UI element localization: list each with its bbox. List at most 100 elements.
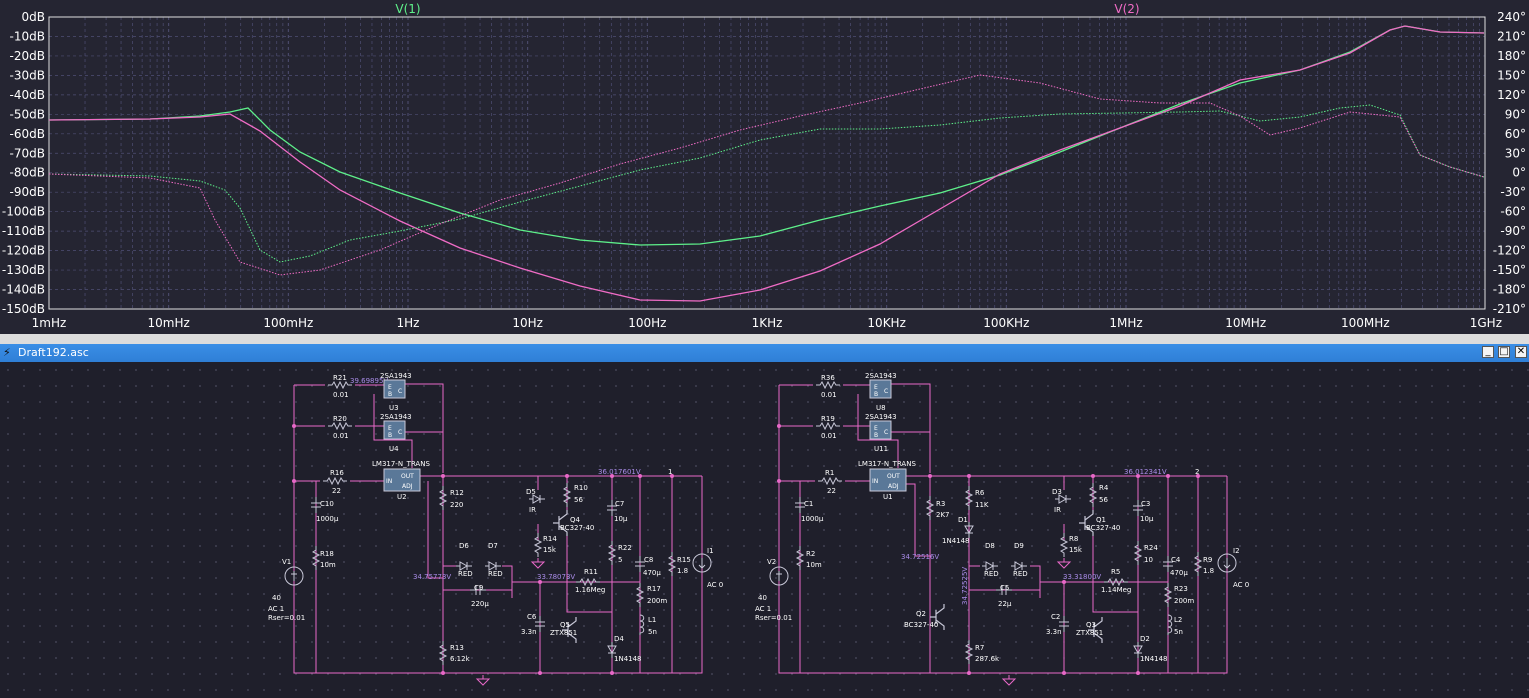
- value-r9[interactable]: 1.8: [1203, 567, 1214, 575]
- label-q1[interactable]: Q1: [1096, 516, 1106, 524]
- label-d9[interactable]: D9: [1014, 542, 1024, 550]
- label-d3[interactable]: D3: [1052, 488, 1062, 496]
- label-r21[interactable]: R21: [333, 374, 347, 382]
- value-c1[interactable]: 1000µ: [801, 515, 824, 523]
- label-r17[interactable]: R17: [647, 585, 661, 593]
- label-q3[interactable]: Q3: [1086, 621, 1096, 629]
- value-r20[interactable]: 0.01: [333, 432, 349, 440]
- part-u8[interactable]: 2SA1943: [865, 372, 897, 380]
- label-d6[interactable]: D6: [459, 542, 469, 550]
- label-c3[interactable]: C3: [1141, 500, 1150, 508]
- value-r1[interactable]: 22: [827, 487, 836, 495]
- value-r5[interactable]: 1.14Meg: [1101, 586, 1131, 594]
- label-c6[interactable]: C6: [527, 613, 537, 621]
- value-q1[interactable]: BC327-40: [1086, 524, 1120, 532]
- value-d5[interactable]: IR: [529, 506, 536, 514]
- label-r7[interactable]: R7: [975, 644, 984, 652]
- label-d8[interactable]: D8: [985, 542, 995, 550]
- resistor-r19[interactable]: [815, 422, 841, 430]
- label-v1[interactable]: V1: [282, 558, 291, 566]
- label-r19[interactable]: R19: [821, 415, 835, 423]
- label-r14[interactable]: R14: [543, 535, 557, 543]
- resistor-r21[interactable]: [327, 381, 353, 389]
- label-i1[interactable]: I1: [707, 547, 714, 555]
- value-r15[interactable]: 1.8: [677, 567, 688, 575]
- diode-d6[interactable]: [455, 561, 473, 571]
- label-d5[interactable]: D5: [526, 488, 536, 496]
- minimize-button[interactable]: _: [1482, 346, 1494, 358]
- rser-v2[interactable]: Rser=0.01: [755, 614, 792, 622]
- regulator-u1[interactable]: [869, 468, 907, 492]
- resistor-r20[interactable]: [327, 422, 353, 430]
- value-r3[interactable]: 2K7: [936, 511, 950, 519]
- transistor-q1[interactable]: [1078, 509, 1094, 537]
- transistor-u3[interactable]: [383, 379, 406, 399]
- value-c8[interactable]: 470µ: [643, 569, 661, 577]
- part-u1[interactable]: LM317-N_TRANS: [858, 460, 916, 468]
- label-c1[interactable]: C1: [804, 500, 813, 508]
- value-r22[interactable]: 5: [618, 556, 622, 564]
- part-u3[interactable]: 2SA1943: [380, 372, 412, 380]
- label-c5[interactable]: C5: [1000, 584, 1009, 592]
- label-d1[interactable]: D1: [958, 516, 968, 524]
- label-d4[interactable]: D4: [614, 635, 624, 643]
- rser-v1[interactable]: Rser=0.01: [268, 614, 305, 622]
- value-c3[interactable]: 10µ: [1140, 515, 1154, 523]
- label-c2[interactable]: C2: [1051, 613, 1060, 621]
- right-regulator-circuit[interactable]: R36 0.01 E B C 2SA1943 U8 R19 0.01 E B C…: [755, 372, 1249, 686]
- label-r23[interactable]: R23: [1174, 585, 1188, 593]
- resistor-r14[interactable]: [534, 532, 542, 558]
- label-l1[interactable]: L1: [648, 616, 656, 624]
- label-c4[interactable]: C4: [1171, 556, 1181, 564]
- label-d2[interactable]: D2: [1140, 635, 1150, 643]
- value-d3[interactable]: IR: [1054, 506, 1061, 514]
- label-r36[interactable]: R36: [821, 374, 835, 382]
- value-r10[interactable]: 56: [574, 496, 583, 504]
- label-r22[interactable]: R22: [618, 544, 632, 552]
- resistor-r8[interactable]: [1060, 532, 1068, 558]
- value-r13[interactable]: 6.12k: [450, 655, 471, 663]
- trace-label-v2[interactable]: V(2): [1114, 2, 1139, 16]
- ref-u8[interactable]: U8: [876, 404, 886, 412]
- value-r17[interactable]: 200m: [647, 597, 667, 605]
- value-d9[interactable]: RED: [1013, 570, 1028, 578]
- value-l1[interactable]: 5n: [648, 628, 657, 636]
- ac-v2[interactable]: AC 1: [755, 605, 771, 613]
- ac-i2[interactable]: AC 0: [1233, 581, 1249, 589]
- label-r4[interactable]: R4: [1099, 484, 1109, 492]
- value-r2[interactable]: 10m: [806, 561, 822, 569]
- schematic-drawing[interactable]: R21 0.01 39.69895V E B C 2SA1943 U3 R20 …: [0, 362, 1529, 694]
- value-c5[interactable]: 22µ: [998, 600, 1012, 608]
- label-l2[interactable]: L2: [1174, 616, 1182, 624]
- label-r10[interactable]: R10: [574, 484, 588, 492]
- value-r4[interactable]: 56: [1099, 496, 1108, 504]
- label-c9[interactable]: C9: [474, 584, 483, 592]
- label-r2[interactable]: R2: [806, 550, 815, 558]
- regulator-u2[interactable]: [383, 468, 421, 492]
- value-r8[interactable]: 15k: [1069, 546, 1083, 554]
- ref-u11[interactable]: U11: [874, 445, 888, 453]
- value-r23[interactable]: 200m: [1174, 597, 1194, 605]
- inductor-l1[interactable]: [639, 614, 645, 636]
- label-c7[interactable]: C7: [615, 500, 624, 508]
- label-r9[interactable]: R9: [1203, 556, 1212, 564]
- label-d7[interactable]: D7: [488, 542, 498, 550]
- value-c9[interactable]: 220µ: [471, 600, 489, 608]
- value-c10[interactable]: 1000µ: [316, 515, 339, 523]
- value-q3[interactable]: ZTX851: [1076, 629, 1103, 637]
- ref-u1[interactable]: U1: [883, 493, 893, 501]
- ref-u3[interactable]: U3: [389, 404, 399, 412]
- value-d6[interactable]: RED: [458, 570, 473, 578]
- inductor-l2[interactable]: [1167, 614, 1173, 636]
- label-r13[interactable]: R13: [450, 644, 464, 652]
- transistor-u4[interactable]: [383, 420, 406, 440]
- label-r6[interactable]: R6: [975, 489, 985, 497]
- diode-d5[interactable]: [528, 494, 546, 504]
- ref-u2[interactable]: U2: [397, 493, 407, 501]
- part-u11[interactable]: 2SA1943: [865, 413, 897, 421]
- label-r5[interactable]: R5: [1111, 568, 1120, 576]
- part-u2[interactable]: LM317-N_TRANS: [372, 460, 430, 468]
- label-r18[interactable]: R18: [320, 550, 334, 558]
- label-r15[interactable]: R15: [677, 556, 691, 564]
- resistor-r1[interactable]: [817, 477, 843, 485]
